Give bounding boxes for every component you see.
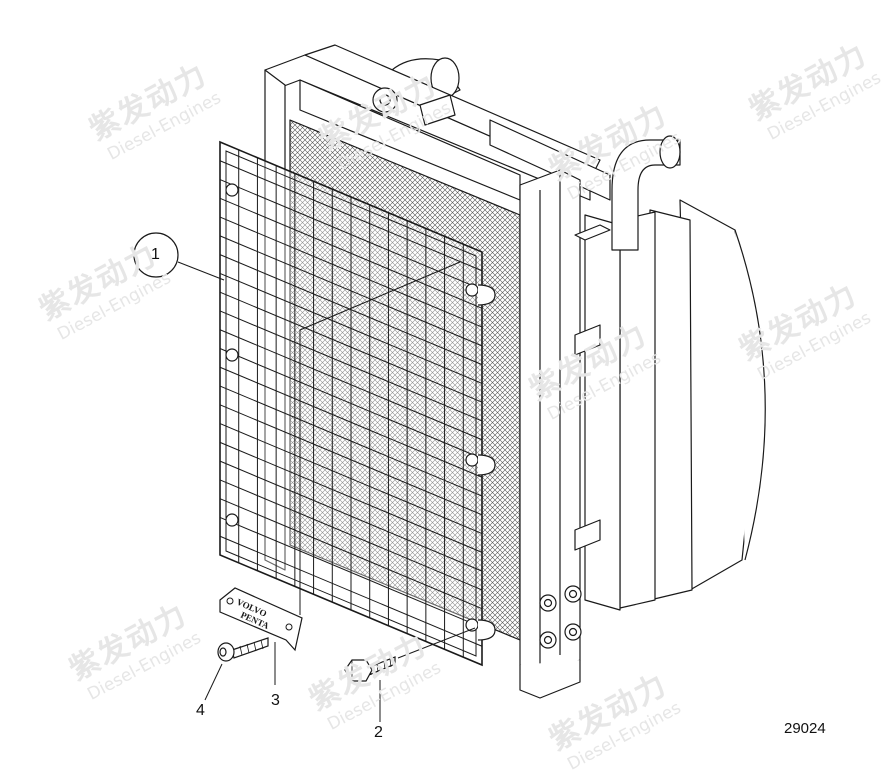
grille-wire bbox=[219, 460, 483, 572]
fan-shroud bbox=[584, 199, 766, 611]
tank-bolts bbox=[539, 585, 582, 649]
grille-wire bbox=[219, 441, 483, 553]
callout-circle-1 bbox=[133, 232, 179, 278]
grille-wire bbox=[219, 404, 483, 516]
grille-wire bbox=[219, 310, 483, 422]
grille-wire bbox=[219, 366, 483, 478]
leader-lines bbox=[177, 261, 476, 722]
grille-wire bbox=[219, 197, 483, 309]
radiator-assembly-drawing: VOLVO PENTA bbox=[133, 44, 766, 722]
plate-screw bbox=[217, 637, 269, 662]
grille-wire bbox=[219, 535, 483, 647]
grille-wire bbox=[219, 479, 483, 591]
grille-wire bbox=[219, 348, 483, 459]
grille-wire bbox=[219, 160, 483, 272]
callout-label-1: 1 bbox=[151, 246, 160, 263]
callout-label-2: 2 bbox=[374, 724, 383, 741]
callout-label-4: 4 bbox=[196, 702, 205, 719]
grille-wire bbox=[219, 498, 483, 610]
callout-label-3: 3 bbox=[271, 692, 280, 709]
grille-wire bbox=[219, 254, 483, 366]
grille-wire bbox=[219, 272, 483, 384]
grille-wire bbox=[219, 291, 483, 403]
grille-wire bbox=[219, 235, 483, 347]
hex-bolt bbox=[344, 656, 396, 682]
protective-grille bbox=[219, 140, 483, 667]
radiator-frame bbox=[264, 44, 611, 571]
grille-wire bbox=[219, 385, 483, 497]
side-tank bbox=[519, 169, 611, 699]
grille-wire bbox=[219, 329, 483, 441]
figure-number: 29024 bbox=[784, 720, 826, 737]
grille-inner-frame bbox=[225, 150, 477, 657]
grille-bushings bbox=[225, 183, 496, 641]
grille-wire bbox=[219, 216, 483, 328]
grille-wire bbox=[219, 516, 483, 628]
name-plate bbox=[219, 587, 303, 652]
grille-wire bbox=[219, 423, 483, 535]
